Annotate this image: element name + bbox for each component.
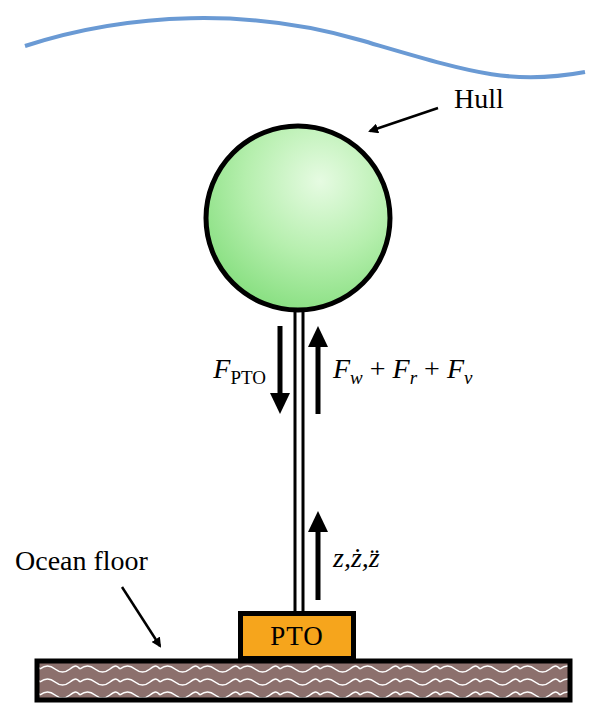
force-symbol: F <box>213 353 230 384</box>
part-name-group: Ocean floor <box>15 546 148 577</box>
force-arrow <box>308 326 328 414</box>
force-arrow <box>270 326 290 414</box>
pto-box: PTO <box>238 611 356 661</box>
force-symbol: F <box>447 353 464 384</box>
motion-symbol-group: z,ż,z̈ <box>333 543 380 574</box>
force-symbol-group: FPTO <box>213 354 266 389</box>
motion-symbol: z,ż,z̈ <box>333 542 380 573</box>
part-name: Ocean floor <box>15 545 148 576</box>
node-label: PTO <box>270 621 324 652</box>
force-symbol: r <box>410 367 417 388</box>
force-symbol: v <box>464 367 472 388</box>
hull-sphere <box>206 126 390 310</box>
leader-line <box>370 108 438 131</box>
force-symbol: + <box>370 353 386 384</box>
motion-arrow <box>308 511 328 600</box>
tether-rod <box>295 300 303 614</box>
part-name: Hull <box>454 83 504 114</box>
sea-surface <box>25 18 585 77</box>
force-symbol: + <box>424 353 440 384</box>
force-symbol: PTO <box>230 367 266 388</box>
force-symbol: w <box>350 367 363 388</box>
ocean-floor <box>37 661 570 700</box>
leader-line <box>122 587 160 646</box>
force-symbol: F <box>393 353 410 384</box>
force-symbol: F <box>333 353 350 384</box>
part-name-group: Hull <box>454 84 504 115</box>
force-symbol-group: Fw+Fr+Fv <box>333 354 472 389</box>
